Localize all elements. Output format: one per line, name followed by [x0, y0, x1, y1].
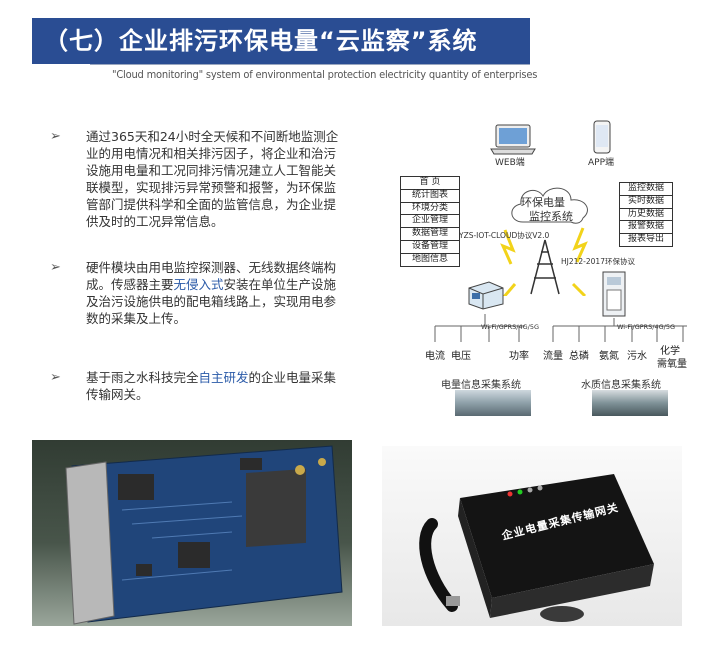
phone-icon: [593, 120, 611, 154]
bullet-3-text: 基于雨之水科技完全自主研发的企业电量采集传输网关。: [86, 369, 344, 403]
left-menu-item: 数据管理: [401, 228, 459, 241]
page-title-banner: （七）企业排污环保电量“云监察”系统: [32, 18, 530, 64]
left-menu-item: 地图信息: [411, 253, 448, 264]
param-phosphorus: 总磷: [569, 351, 589, 362]
arrow-bullet-icon: ➢: [50, 370, 61, 385]
signal-tower-icon: [500, 227, 588, 296]
param-ammonia: 氨氮: [599, 351, 619, 362]
param-cod-2: 需氧量: [657, 359, 687, 370]
power-site-photo: [455, 390, 531, 416]
param-power: 功率: [509, 351, 529, 362]
param-voltage: 电压: [451, 351, 471, 362]
bullet-2-post: 安装在单位生产设施及治污设施供电的配电箱线路上，实现用电参数的采集及上传。: [86, 277, 337, 326]
protocol-left-label: YZS-IOT-CLOUD协议V2.0: [459, 231, 550, 240]
web-label: WEB端: [495, 158, 525, 168]
right-menu-item: 报警数据: [620, 221, 672, 235]
bullet-2-pre: 硬件模块由用电监控探测器、无线数据终端构成。传感器主要: [86, 260, 337, 292]
water-analyzer-icon: [602, 271, 626, 317]
cloud-label-2: 监控系统: [529, 210, 573, 223]
bullet-2-text: 硬件模块由用电监控探测器、无线数据终端构成。传感器主要无侵入式安装在单位生产设施…: [86, 259, 344, 327]
left-menu-item: 企业管理: [401, 215, 459, 229]
bullet-3-pre: 基于雨之水科技完全: [86, 370, 199, 385]
param-flow: 流量: [543, 351, 563, 362]
cloud-icon: [511, 187, 588, 224]
wifi-left-label: Wi-Fi/GPRS/4G/5G: [481, 323, 540, 331]
page-title: （七）企业排污环保电量“云监察”系统: [44, 27, 478, 55]
laptop-icon: [490, 124, 536, 155]
system-right-label: 水质信息采集系统: [581, 380, 661, 391]
left-menu-item: 设备管理: [401, 241, 459, 254]
bullet-2-highlight: 无侵入式: [173, 277, 224, 292]
bullet-3-post: 的企业电量采集传输网关。: [86, 370, 337, 402]
param-sewage: 污水: [627, 351, 647, 362]
cloud-label-1: 环保电量: [521, 196, 565, 209]
param-current: 电流: [425, 351, 445, 362]
wifi-right-label: Wi-Fi/GPRS/4G/5G: [617, 323, 676, 331]
app-label: APP端: [588, 158, 615, 168]
bullet-1-text: 通过365天和24小时全天候和不间断地监测企业的用电情况和相关排污因子，将企业和…: [86, 129, 339, 229]
power-collector-icon: [468, 281, 504, 310]
title-rule: [90, 64, 530, 65]
gateway-product-photo: 企业电量采集传输网关: [382, 446, 682, 626]
architecture-diagram: WEB端 APP端 环保电量 监控系统 首 页 统计图表 环境分类 企业管理 数…: [395, 118, 695, 428]
left-menu-item: 首 页: [401, 177, 459, 190]
right-menu-item: 实时数据: [620, 196, 672, 209]
left-menu-item: 统计图表: [401, 190, 459, 203]
page-subtitle: "Cloud monitoring" system of environment…: [112, 68, 538, 81]
right-menu-item: 历史数据: [620, 209, 672, 222]
pcb-board-photo: [32, 440, 352, 626]
water-site-photo: [592, 390, 668, 416]
left-menu-list: 首 页 统计图表 环境分类 企业管理 数据管理 设备管理 地图信息: [400, 176, 460, 267]
left-menu-item: 环境分类: [401, 203, 459, 216]
system-left-label: 电量信息采集系统: [441, 380, 521, 391]
right-menu-list: 监控数据 实时数据 历史数据 报警数据 报表导出: [619, 182, 673, 247]
arrow-bullet-icon: ➢: [50, 129, 61, 144]
protocol-right-label: HJ212-2017环保协议: [561, 257, 635, 266]
bus-lines: [434, 314, 687, 342]
arrow-bullet-icon: ➢: [50, 260, 61, 275]
right-menu-item: 监控数据: [620, 183, 672, 196]
right-menu-item: 报表导出: [627, 234, 664, 245]
bullet-3-highlight: 自主研发: [198, 370, 249, 385]
param-cod-1: 化学: [660, 346, 680, 357]
